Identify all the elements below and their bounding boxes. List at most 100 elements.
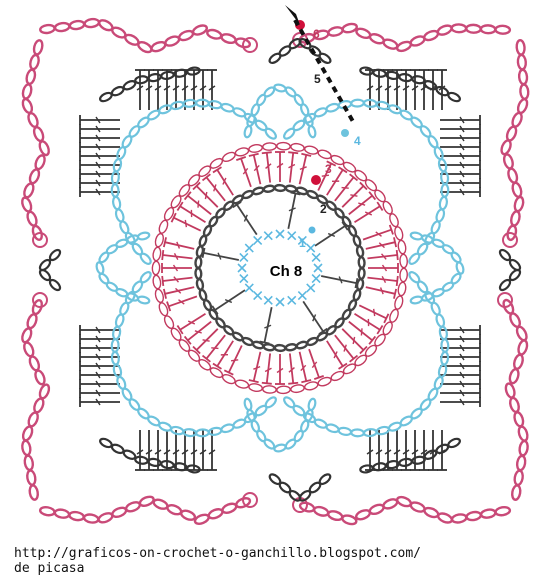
chain-stitch	[307, 397, 317, 412]
source-caption: http://graficos-on-crochet-o-ganchillo.b…	[14, 546, 544, 576]
sc-stitch	[237, 263, 247, 273]
dc-stitch-bar	[459, 134, 465, 142]
chain-stitch	[38, 383, 51, 400]
chain-stitch	[303, 145, 319, 155]
dc-stitch-bar	[372, 308, 376, 317]
dc-stitch-top	[212, 362, 222, 370]
dc-stitch-bar	[459, 326, 465, 334]
dc-stitch-top	[318, 327, 328, 335]
dc-stitch-top	[338, 166, 348, 174]
chain-stitch	[409, 295, 424, 305]
dc-stitch-top	[212, 166, 222, 174]
chain-stitch	[125, 234, 140, 244]
chain-stitch	[516, 97, 529, 115]
dc-stitch-bar	[95, 179, 101, 187]
dc-stitch	[354, 312, 381, 331]
dc-stitch	[287, 193, 297, 229]
chain-stitch	[26, 313, 38, 330]
picot	[502, 232, 518, 248]
dc-stitch	[288, 353, 295, 384]
chain-stitch	[262, 184, 276, 193]
chain-stitch	[207, 426, 223, 436]
dc-stitch-top	[166, 301, 172, 312]
crochet-diagram: Ch 8 1 2 3 4 5 6	[21, 5, 530, 526]
dc-stitch-bar	[95, 161, 101, 169]
dc-stitch-bar	[222, 177, 227, 185]
dc-stitch-bar	[384, 449, 392, 455]
dc-stitch-bar	[95, 134, 101, 142]
round-4-start-dot	[341, 129, 349, 137]
dc-stitch-bar	[459, 335, 465, 343]
dc-stitch	[341, 328, 365, 351]
sc-stitch	[306, 243, 316, 253]
round-number-4: 4	[354, 134, 361, 148]
chain-stitch	[21, 196, 33, 213]
chain-stitch	[513, 469, 524, 487]
dc-stitch-top	[383, 313, 390, 324]
dc-stitch-bar	[276, 162, 284, 169]
dc-stitch-top	[170, 212, 177, 223]
chain-stitch	[27, 411, 39, 428]
chain-stitch	[494, 24, 512, 35]
dc-stitch	[164, 286, 195, 295]
chain-stitch	[513, 195, 525, 213]
dc-stitch-bar	[145, 449, 153, 455]
sc-stitch	[253, 235, 263, 246]
round-number-3: 3	[325, 162, 332, 176]
sc-stitch	[297, 290, 307, 301]
caption-url[interactable]: http://graficos-on-crochet-o-ganchillo.b…	[14, 546, 421, 561]
chain-stitch	[150, 40, 167, 53]
dc-stitch-bar	[95, 335, 101, 343]
dc-stitch	[179, 205, 206, 224]
dc-stitch	[168, 295, 198, 308]
chain-stitch	[284, 184, 298, 193]
chain-stitch	[318, 52, 332, 65]
chain-stitch	[29, 53, 40, 71]
dc-stitch	[320, 275, 357, 284]
dc-stitch-bar	[366, 449, 374, 455]
chain-stitch	[435, 208, 446, 223]
dc-stitch	[263, 307, 273, 343]
chain-stitch	[325, 423, 340, 434]
chain-stitch	[262, 385, 277, 394]
dc-stitch-bar	[173, 276, 180, 283]
chain-stitch	[450, 23, 468, 34]
dc-stitch	[203, 252, 240, 261]
chain-stitch	[312, 505, 330, 517]
chain-stitch	[517, 339, 529, 356]
dc-stitch-bar	[265, 163, 272, 170]
dc-stitch	[358, 304, 387, 320]
dc-stitch-bar	[184, 219, 188, 228]
round-3-start-dot	[311, 175, 321, 185]
dc-stitch-bar	[402, 85, 410, 91]
chain-stitch	[498, 248, 512, 262]
dc-stitch-bar	[327, 232, 336, 237]
dc-stitch	[288, 152, 295, 183]
chain-stitch	[515, 325, 528, 342]
dc-stitch-bar	[381, 264, 388, 272]
chain-stitch	[341, 22, 358, 34]
chain-stitch	[438, 325, 448, 341]
chain-stitch	[318, 473, 332, 486]
sc-stitch	[244, 283, 254, 293]
dc-stitch-top	[301, 379, 312, 384]
dc-stitch	[173, 216, 202, 232]
chain-stitch	[397, 281, 407, 297]
dc-stitch	[334, 176, 355, 202]
chain-stitch	[136, 231, 151, 241]
dc-stitch	[362, 228, 392, 241]
crochet-chart: Ch 8 1 2 3 4 5 6	[21, 5, 530, 526]
dc-stitch-bar	[459, 398, 465, 406]
chain-stitch	[198, 288, 208, 302]
chain-stitch	[447, 437, 461, 449]
dc-stitch	[302, 300, 324, 332]
chain-stitch	[273, 343, 287, 353]
sc-stitch	[275, 297, 285, 307]
dc-stitch-bar	[288, 207, 296, 212]
chain-stitch	[34, 154, 46, 171]
chain-stitch	[382, 200, 393, 215]
dc-stitch-bar	[343, 344, 347, 352]
dc-stitch-bar	[95, 371, 101, 379]
dc-stitch-bar	[358, 202, 366, 206]
start-marker-line	[285, 5, 357, 126]
